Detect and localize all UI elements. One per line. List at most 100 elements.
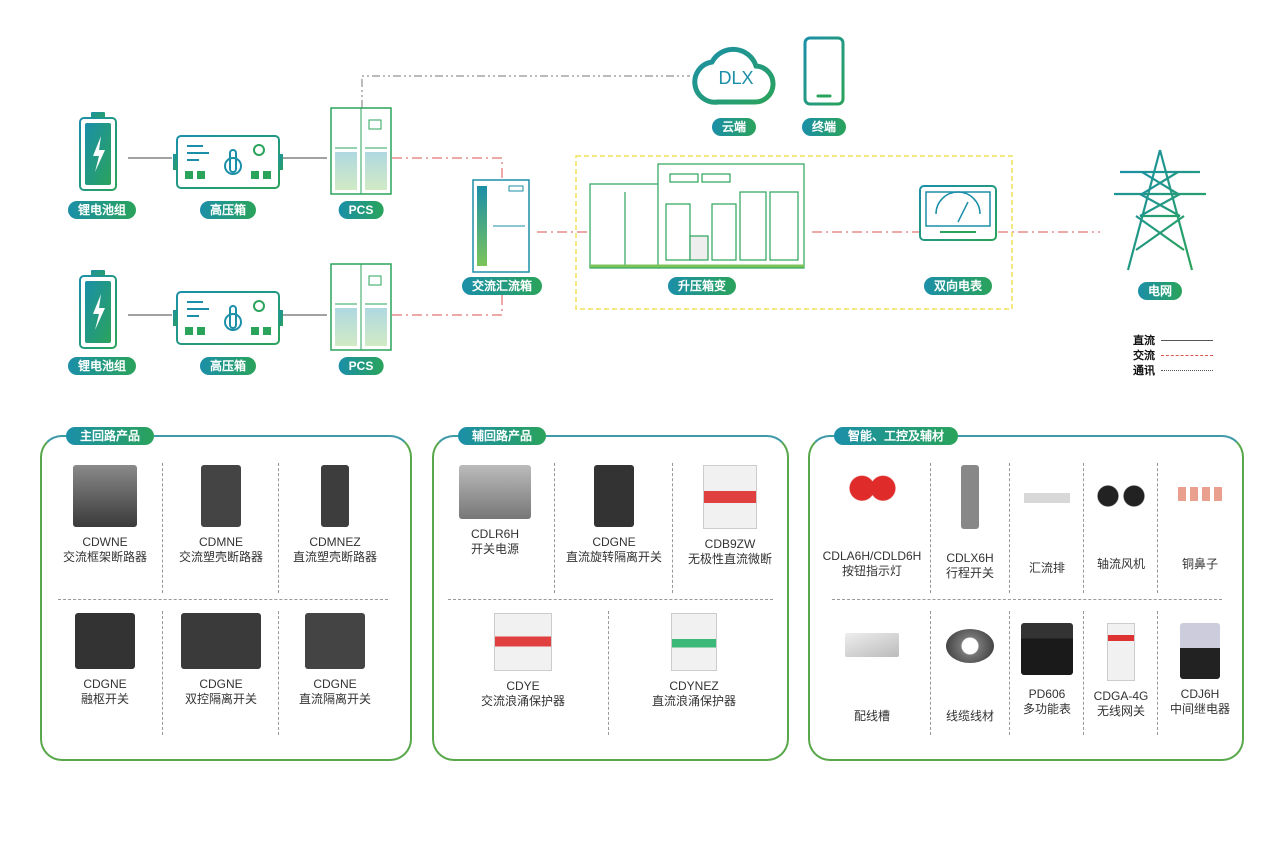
product-item[interactable]: 汇流排 — [1012, 493, 1082, 576]
divider — [554, 463, 555, 593]
product-image — [1095, 483, 1147, 509]
transformer-dashed-box — [575, 155, 1013, 310]
legend-dc: 直流 — [1133, 332, 1213, 348]
product-item[interactable]: 线缆线材 — [934, 629, 1006, 724]
product-item[interactable]: 配线槽 — [816, 633, 928, 724]
ac-combiner-icon — [472, 179, 530, 273]
product-image — [1024, 493, 1070, 503]
panel-title: 智能、工控及辅材 — [834, 427, 959, 445]
product-image — [594, 465, 634, 527]
cloud-label: 云端 — [711, 118, 757, 136]
product-item[interactable]: CDMNEZ 直流塑壳断路器 — [280, 465, 390, 565]
ac-lines — [392, 157, 1100, 316]
terminal-label: 终端 — [801, 118, 847, 136]
pcs-cabinet-icon — [330, 107, 392, 195]
product-image — [1178, 487, 1222, 501]
panel-title: 辅回路产品 — [458, 427, 547, 445]
product-image — [671, 613, 717, 671]
divider — [930, 463, 931, 593]
product-item[interactable]: CDMNE 交流塑壳断路器 — [166, 465, 276, 565]
product-item[interactable]: CDGA-4G 无线网关 — [1086, 623, 1156, 719]
phone-icon — [803, 36, 845, 106]
transformer-icon — [589, 163, 805, 269]
divider — [278, 611, 279, 735]
product-image — [1107, 623, 1135, 681]
legend-comm: 通讯 — [1133, 362, 1213, 378]
hv-box-label: 高压箱 — [199, 201, 257, 219]
product-image — [1021, 623, 1073, 675]
product-image — [845, 633, 899, 657]
pcs-label: PCS — [338, 201, 384, 219]
smart-control-panel: 智能、工控及辅材 CDLA6H/CDLD6H 按钮指示灯 CDLX6H 行程开关… — [808, 427, 1244, 761]
main-circuit-panel: 主回路产品 CDWNE 交流框架断路器 CDMNE 交流塑壳断路器 CDMNEZ… — [40, 427, 412, 761]
panel-title: 主回路产品 — [66, 427, 155, 445]
battery-icon — [79, 112, 117, 191]
product-item[interactable]: CDGNE 双控隔离开关 — [166, 613, 276, 707]
hv-box-icon — [173, 291, 283, 345]
product-image — [703, 465, 757, 529]
hv-box-icon — [173, 135, 283, 189]
divider — [448, 599, 773, 600]
grid-label: 电网 — [1137, 282, 1183, 300]
divider — [1157, 463, 1158, 593]
divider — [162, 611, 163, 735]
legend-ac-line — [1161, 354, 1213, 356]
product-item[interactable]: CDLX6H 行程开关 — [934, 465, 1006, 581]
product-item[interactable]: 铜鼻子 — [1160, 487, 1240, 572]
divider — [930, 611, 931, 735]
dc-lines — [128, 157, 327, 316]
product-image — [321, 465, 349, 527]
divider — [58, 599, 388, 600]
product-image — [201, 465, 241, 527]
transformer-label: 升压箱变 — [667, 277, 737, 295]
legend-ac: 交流 — [1133, 347, 1213, 363]
battery-label: 锂电池组 — [67, 201, 137, 219]
comm-lines — [361, 75, 690, 108]
product-item[interactable]: CDLR6H 开关电源 — [438, 465, 552, 557]
pcs-cabinet-icon — [330, 263, 392, 351]
aux-circuit-panel: 辅回路产品 CDLR6H 开关电源 CDGNE 直流旋转隔离开关 CDB9ZW … — [432, 427, 789, 761]
product-item[interactable]: CDGNE 直流隔离开关 — [280, 613, 390, 707]
product-image — [494, 613, 552, 671]
divider — [1083, 611, 1084, 735]
product-item[interactable]: PD606 多功能表 — [1012, 623, 1082, 717]
system-diagram: DLX — [79, 36, 1220, 351]
product-image — [1180, 623, 1220, 679]
product-image — [961, 465, 979, 529]
product-image — [73, 465, 137, 527]
divider — [162, 463, 163, 593]
cloud-text: DLX — [718, 68, 753, 88]
product-item[interactable]: CDGNE 融枢开关 — [50, 613, 160, 707]
product-image — [75, 613, 135, 669]
product-item[interactable]: CDLA6H/CDLD6H 按钮指示灯 — [816, 473, 928, 579]
product-item[interactable]: CDB9ZW 无极性直流微断 — [674, 465, 786, 567]
product-image — [305, 613, 365, 669]
power-tower-icon — [1100, 149, 1220, 272]
product-item[interactable]: CDYNEZ 直流浪涌保护器 — [614, 613, 774, 709]
meter-label: 双向电表 — [923, 277, 993, 295]
divider — [1083, 463, 1084, 593]
product-image — [946, 629, 994, 663]
product-item[interactable]: CDJ6H 中间继电器 — [1160, 623, 1240, 717]
hv-box-label: 高压箱 — [199, 357, 257, 375]
meter-icon — [919, 185, 997, 241]
divider — [1157, 611, 1158, 735]
divider — [832, 599, 1222, 600]
pcs-label: PCS — [338, 357, 384, 375]
battery-icon — [79, 270, 117, 349]
ac-combiner-label: 交流汇流箱 — [461, 277, 543, 295]
product-item[interactable]: CDYE 交流浪涌保护器 — [448, 613, 598, 709]
divider — [672, 463, 673, 593]
product-image — [181, 613, 261, 669]
battery-label: 锂电池组 — [67, 357, 137, 375]
product-image — [847, 473, 897, 511]
divider — [278, 463, 279, 593]
divider — [1009, 463, 1010, 593]
divider — [608, 611, 609, 735]
legend-dc-line — [1161, 339, 1213, 341]
product-item[interactable]: 轴流风机 — [1086, 483, 1156, 572]
product-item[interactable]: CDGNE 直流旋转隔离开关 — [558, 465, 670, 565]
product-image — [459, 465, 531, 519]
cloud-icon — [692, 46, 776, 105]
product-item[interactable]: CDWNE 交流框架断路器 — [50, 465, 160, 565]
